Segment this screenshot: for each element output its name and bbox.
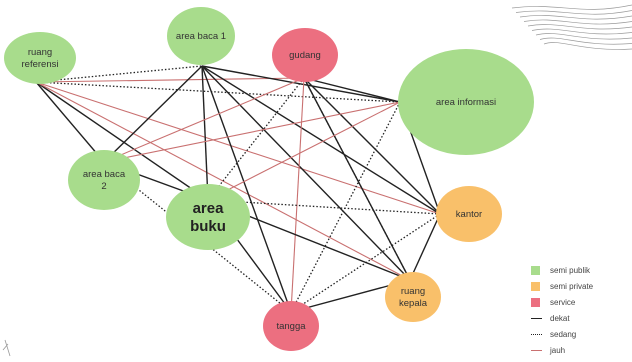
legend-swatch-service: [531, 297, 540, 307]
node-label-ruang-referensi: ruang: [28, 47, 52, 58]
node-label-area-baca-2: area baca: [83, 169, 126, 180]
node-label-area-baca-2: 2: [101, 181, 106, 192]
node-label-ruang-referensi: referensi: [22, 59, 59, 70]
decorative-wave-line: [519, 15, 632, 20]
legend-item-dekat: dekat: [531, 310, 631, 326]
legend-line-jauh: [531, 349, 542, 351]
legend-label-semi-private: semi private: [550, 281, 594, 291]
legend-item-service: service: [531, 294, 631, 310]
decorative-wave-line: [511, 4, 632, 10]
node-bubble-tangga: [263, 301, 319, 351]
decorative-scribble: [2, 339, 11, 357]
edge-dekat-ruang-referensi-area-buku: [35, 81, 209, 201]
node-label-area-buku: area: [193, 200, 225, 217]
edge-dekat-area-baca-1-area-baca-2: [103, 65, 203, 163]
node-bubble-area-baca-2: [68, 150, 140, 210]
edge-dekat-gudang-area-informasi: [303, 77, 401, 103]
node-bubble-ruang-kepala: [385, 272, 441, 322]
edge-jauh-ruang-referensi-ruang-kepala: [35, 81, 411, 281]
node-tangga: tangga: [263, 301, 319, 351]
node-bubble-area-baca-1: [167, 7, 235, 65]
legend-item-semi-publik: semi publik: [531, 262, 631, 278]
edge-dekat-ruang-referensi-area-baca-2: [35, 81, 105, 163]
legend: semi publik semi private service dekat s…: [531, 262, 631, 358]
node-bubble-ruang-referensi: [4, 32, 76, 84]
decorative-wave-line: [527, 24, 632, 30]
edge-jauh-area-informasi-area-buku: [207, 101, 401, 201]
legend-line-sedang: [531, 333, 542, 335]
node-area-baca-1: area baca 1: [167, 7, 235, 65]
edge-dekat-area-baca-1-area-informasi: [201, 65, 401, 103]
edge-dekat-area-baca-1-kantor: [201, 65, 441, 215]
node-label-tangga: tangga: [276, 321, 306, 332]
edge-sedang-ruang-kepala-gudang: [303, 77, 411, 281]
edge-jauh-ruang-referensi-kantor: [35, 81, 441, 215]
legend-item-jauh: jauh: [531, 342, 631, 358]
node-label-area-informasi: area informasi: [436, 97, 496, 108]
decorative-wave-line: [523, 19, 632, 25]
edge-jauh-ruang-referensi-gudang: [35, 77, 305, 83]
node-bubble-area-buku: [166, 184, 250, 250]
decorative-wave-line: [535, 33, 632, 40]
legend-label-service: service: [550, 297, 576, 307]
edge-sedang-area-informasi-tangga: [290, 101, 401, 313]
edge-sedang-gudang-area-buku: [207, 77, 305, 201]
edge-dekat-kantor-ruang-kepala: [409, 213, 441, 281]
node-kantor: kantor: [436, 186, 502, 242]
node-label-kantor: kantor: [456, 209, 482, 220]
legend-swatch-semi-publik: [531, 265, 540, 275]
node-label-gudang: gudang: [289, 50, 321, 61]
edge-layer: [35, 65, 441, 313]
edge-jauh-gudang-tangga: [290, 77, 305, 313]
node-label-area-baca-1: area baca 1: [176, 31, 226, 42]
node-area-informasi: area informasi: [398, 49, 534, 155]
edge-sedang-ruang-referensi-area-informasi: [35, 81, 401, 103]
node-bubble-gudang: [272, 28, 338, 82]
decorative-wave-lines: [2, 4, 632, 357]
edge-dekat-gudang-kantor: [303, 77, 441, 215]
legend-item-semi-private: semi private: [531, 278, 631, 294]
edge-dekat-area-baca-1-area-buku: [201, 65, 209, 201]
decorative-wave-line: [543, 42, 632, 50]
legend-label-semi-publik: semi publik: [550, 265, 591, 275]
decorative-wave-line: [531, 28, 632, 35]
decorative-wave-line: [515, 10, 632, 15]
legend-item-sedang: sedang: [531, 326, 631, 342]
edge-sedang-area-buku-kantor: [207, 199, 441, 215]
edge-dekat-area-baca-1-tangga: [201, 65, 292, 313]
node-bubble-area-informasi: [398, 49, 534, 155]
edge-dekat-area-baca-1-ruang-kepala: [201, 65, 411, 281]
edge-jauh-area-informasi-area-baca-2: [103, 101, 401, 163]
legend-label-dekat: dekat: [550, 313, 570, 323]
node-gudang: gudang: [272, 28, 338, 82]
node-bubble-kantor: [436, 186, 502, 242]
legend-label-sedang: sedang: [550, 329, 577, 339]
node-label-ruang-kepala: kepala: [399, 298, 428, 309]
edge-jauh-gudang-area-baca-2: [103, 77, 305, 163]
node-label-area-buku: buku: [190, 218, 226, 235]
node-label-ruang-kepala: ruang: [401, 286, 425, 297]
legend-label-jauh: jauh: [550, 345, 566, 355]
legend-swatch-semi-private: [531, 281, 540, 291]
legend-line-dekat: [531, 317, 542, 319]
decorative-wave-line: [539, 37, 632, 45]
